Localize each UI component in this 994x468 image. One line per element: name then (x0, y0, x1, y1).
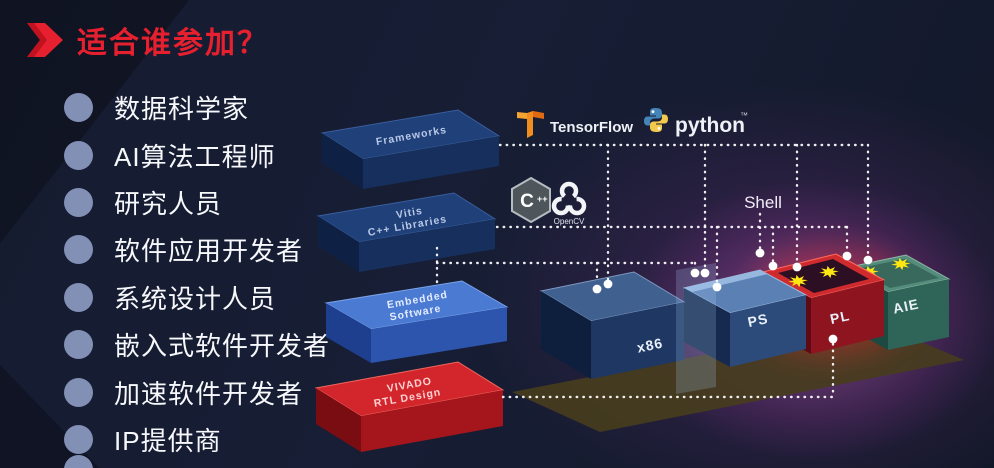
list-item-label: 软件应用开发者 (114, 236, 304, 267)
list-item-label: 系统设计人员 (114, 283, 277, 314)
opencv-logo: OpenCV (551, 181, 587, 226)
hw-block-x86: x86 (539, 271, 686, 379)
tensorflow-icon (517, 111, 544, 138)
bullet-icon (64, 377, 93, 407)
ip-core-icon (788, 274, 808, 288)
stack-slab-vitis: Vitis C++ Libraries (316, 192, 497, 272)
shell-label: Shell (744, 193, 782, 212)
bullet-icon (64, 282, 93, 312)
list-item: 软件应用开发者 (64, 226, 330, 273)
list-item: 嵌入式软件开发者 (64, 321, 330, 368)
list-item-label: 加速软件开发者 (114, 378, 304, 409)
list-item-label: AI算法工程师 (114, 141, 276, 172)
bullet-icon (64, 93, 93, 123)
list-item: 研究人员 (64, 179, 330, 226)
ps-label: PS (746, 310, 770, 330)
list-item: 数据科学家 (64, 84, 330, 131)
aie-label: AIE (891, 296, 920, 317)
x86-label: x86 (635, 335, 664, 356)
dotted-connectors (435, 143, 873, 399)
list-item: 加速软件开发者 (64, 368, 330, 415)
cpp-label-c: C (520, 191, 534, 212)
python-label: python (675, 114, 745, 137)
tensorflow-label: TensorFlow (550, 119, 633, 136)
cpp-label-plus: ++ (537, 194, 548, 204)
list-item: AI算法工程师 (64, 131, 330, 178)
list-item-label: 嵌入式软件开发者 (114, 331, 331, 362)
ip-core-icon (891, 257, 911, 271)
python-trademark: ™ (740, 111, 748, 120)
list-item: 系统设计人员 (64, 274, 330, 321)
audience-list: 数据科学家 AI算法工程师 研究人员 软件应用开发者 系统设计人员 嵌入式软件开… (64, 84, 330, 463)
list-item-label: 数据科学家 (114, 94, 250, 125)
opencv-label: OpenCV (554, 217, 585, 226)
title-arrow-icon (27, 23, 63, 57)
list-item: IP提供商 (64, 416, 330, 463)
stack-slab-vivado: VIVADO RTL Design (314, 361, 505, 452)
bullet-icon-partial (64, 455, 93, 468)
stack-slab-embedded-software: Embedded Software (324, 280, 509, 363)
python-icon (644, 108, 668, 132)
bullet-icon (64, 187, 93, 217)
hw-block-ps: PS (682, 269, 808, 367)
slide-header: 适合谁参加？ (26, 18, 269, 62)
opencv-icon (551, 181, 587, 216)
bullet-icon (64, 330, 93, 360)
cpp-logo: C ++ (511, 176, 551, 224)
pl-label: PL (829, 307, 852, 327)
python-logo: python ™ (644, 108, 748, 137)
ip-core-icon (819, 265, 839, 279)
bullet-icon (64, 424, 93, 454)
cpp-hexagon-icon (511, 176, 551, 224)
glass-pane (676, 263, 716, 394)
tensorflow-logo: TensorFlow (517, 111, 633, 138)
list-item-label: 研究人员 (114, 188, 223, 219)
list-item-label: IP提供商 (114, 425, 222, 456)
bullet-icon (64, 140, 93, 170)
vitis-label-line1: Vitis (395, 205, 424, 222)
page-title: 适合谁参加？ (77, 27, 269, 60)
stack-slab-frameworks: Frameworks (320, 109, 501, 189)
bullet-icon (64, 235, 93, 265)
